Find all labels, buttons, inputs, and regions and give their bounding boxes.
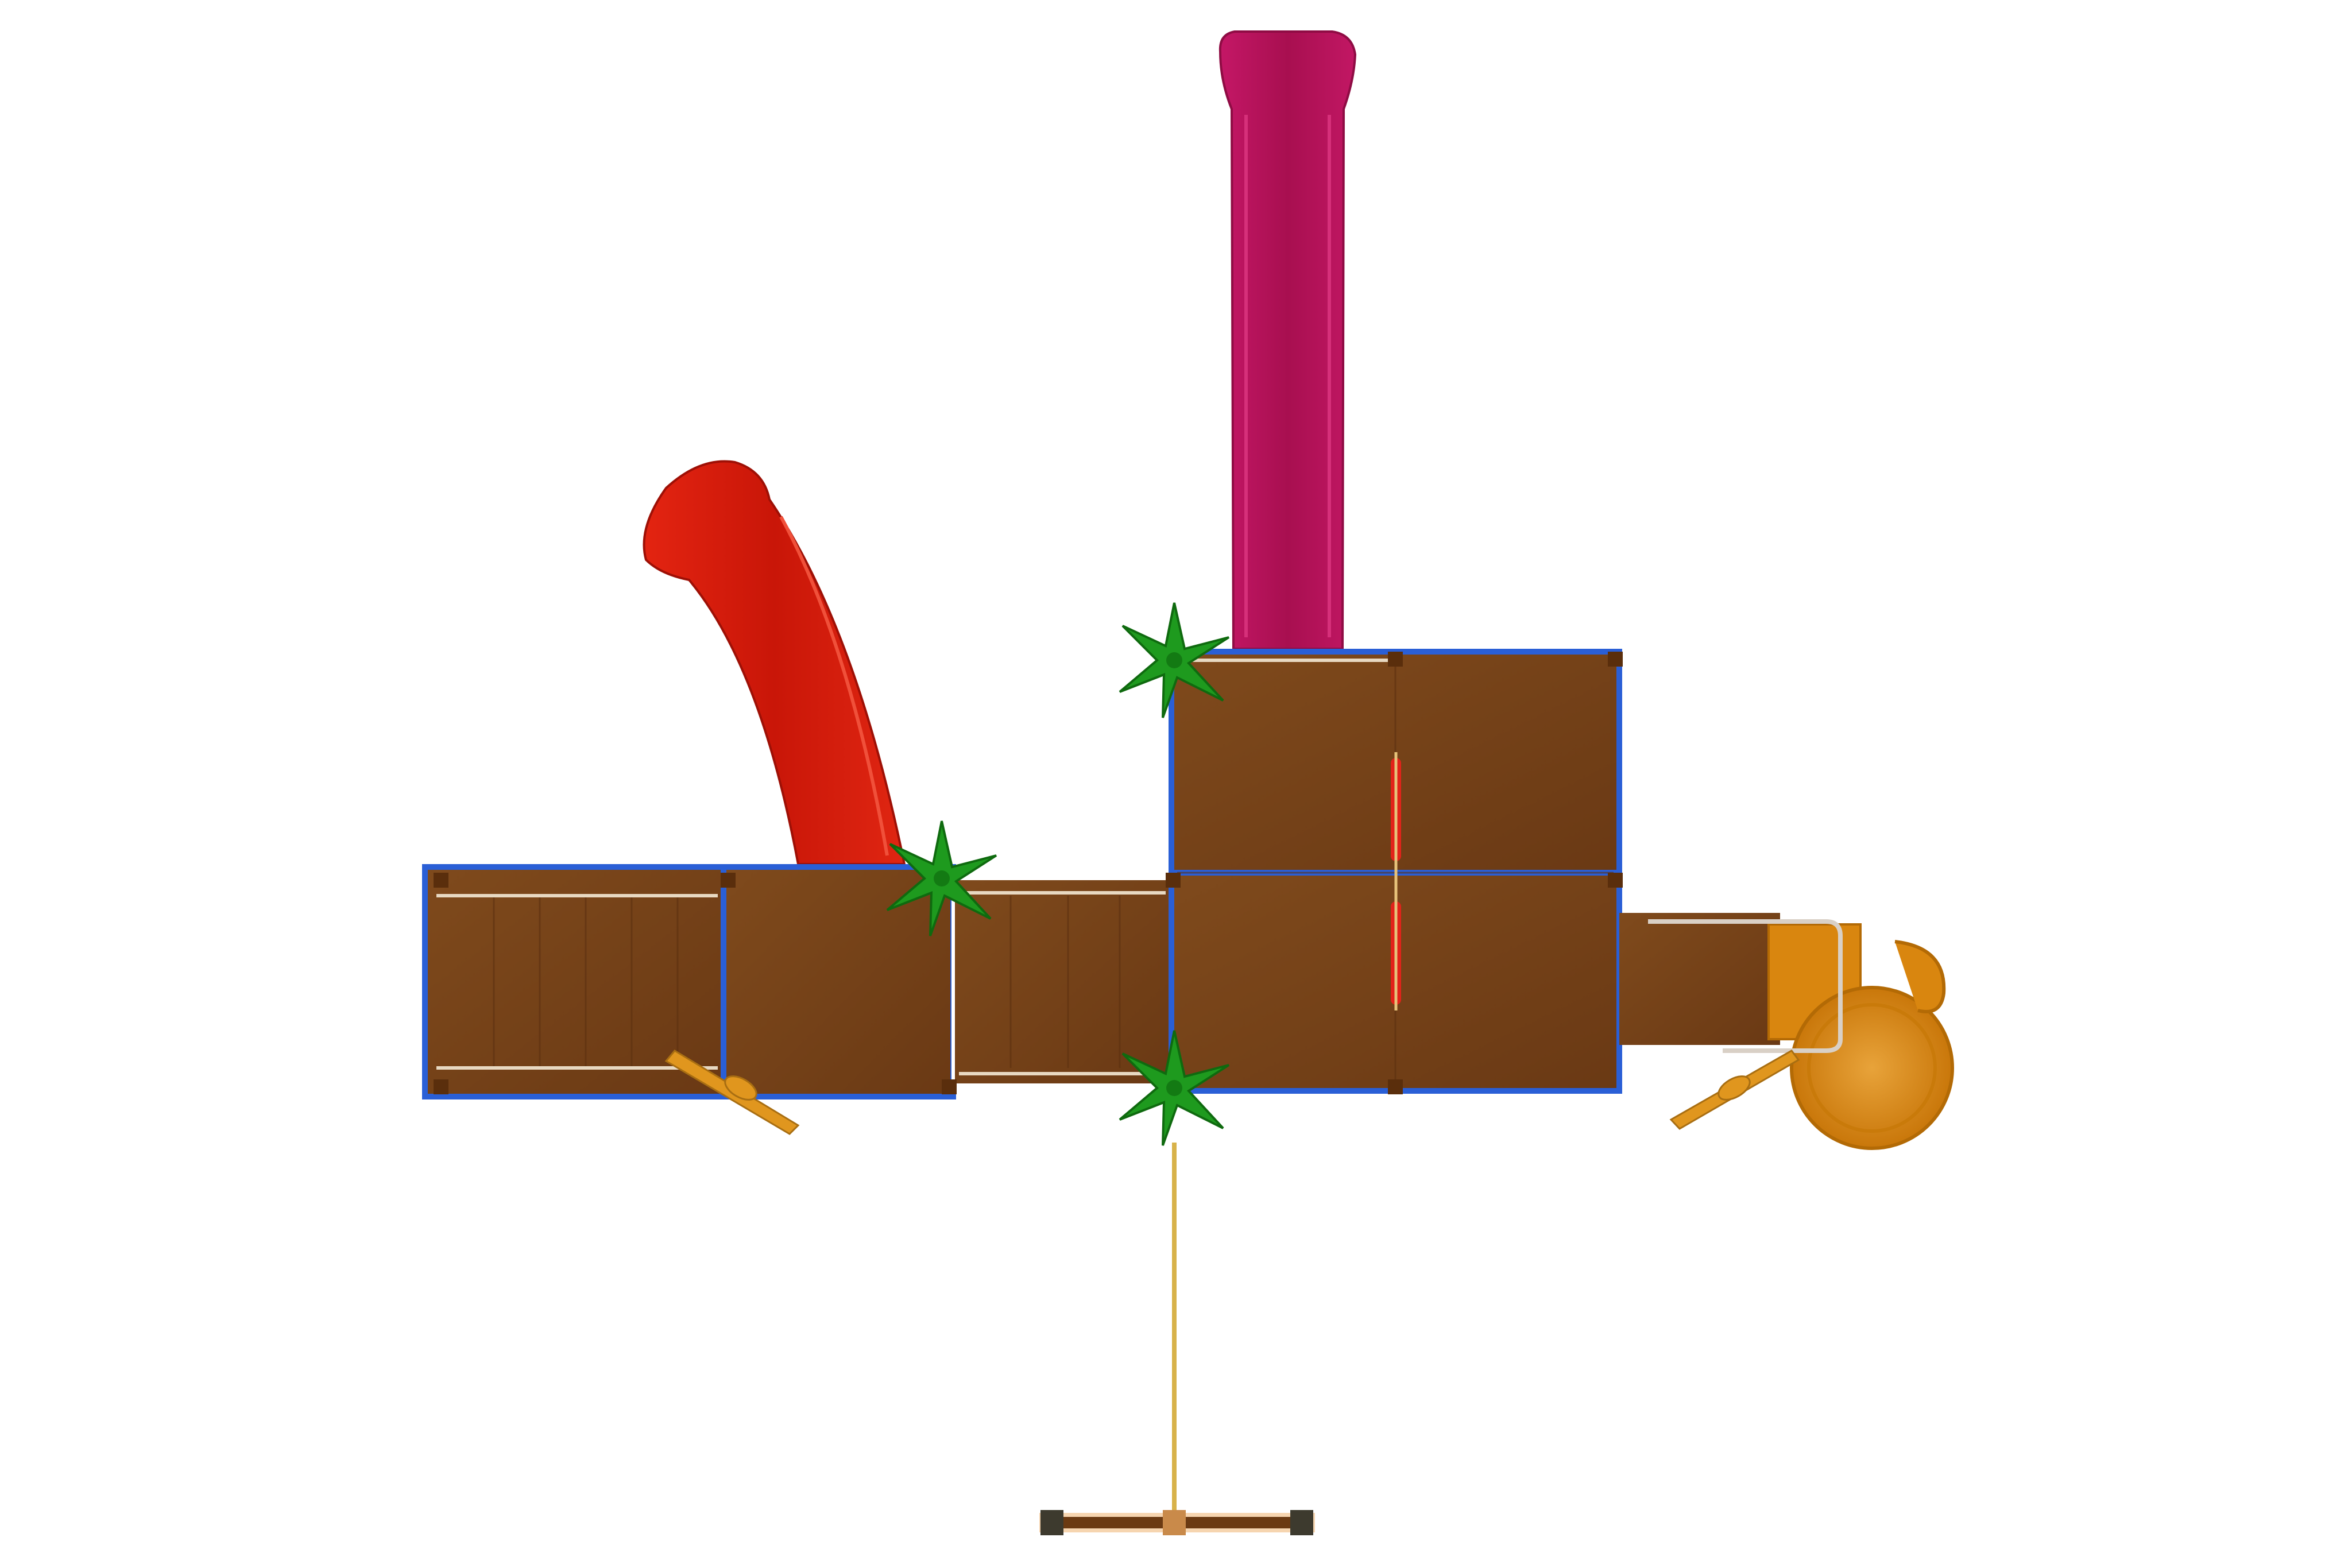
palm-tree bbox=[1119, 602, 1230, 718]
spiral-slide bbox=[1648, 919, 1954, 1150]
wave-slide bbox=[643, 460, 906, 865]
deck bbox=[1619, 913, 1780, 1045]
palm-tree bbox=[1119, 1030, 1230, 1146]
climbing-ladder bbox=[1391, 752, 1401, 1011]
deck-group bbox=[422, 649, 1780, 1099]
deck bbox=[951, 877, 1173, 1087]
swing-beam bbox=[1039, 1510, 1315, 1535]
steering-handle bbox=[664, 1050, 1800, 1135]
deck bbox=[721, 864, 956, 1099]
palm-tree bbox=[886, 820, 997, 936]
straight-slide bbox=[1218, 30, 1357, 650]
